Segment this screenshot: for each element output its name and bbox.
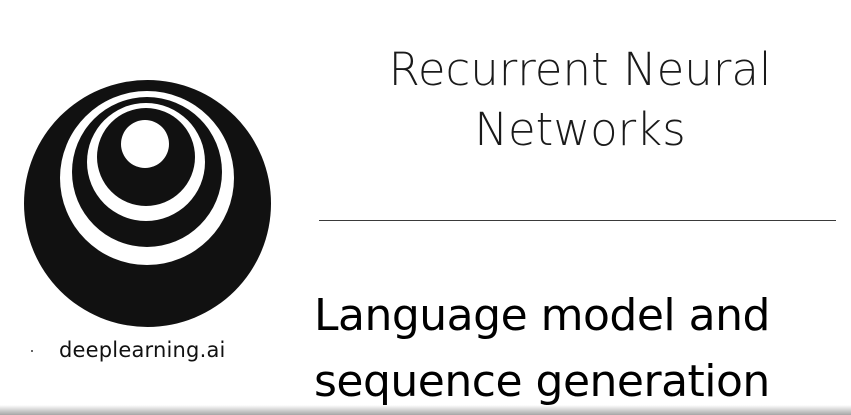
slide-subtitle-line: sequence generation [314, 356, 770, 407]
bottom-shadow [0, 405, 851, 415]
brand-label: deeplearning.ai [59, 338, 226, 362]
deeplearning-ai-logo [24, 80, 271, 327]
title-divider [319, 220, 836, 221]
slide-title: Recurrent Neural Networks [320, 40, 840, 160]
slide-subtitle: Language model and sequence generation [314, 283, 851, 415]
slide-subtitle-line: Language model and [314, 290, 770, 341]
stray-dot [31, 350, 33, 352]
slide-title-line: Recurrent Neural [388, 43, 772, 96]
slide-title-line: Networks [474, 103, 686, 156]
